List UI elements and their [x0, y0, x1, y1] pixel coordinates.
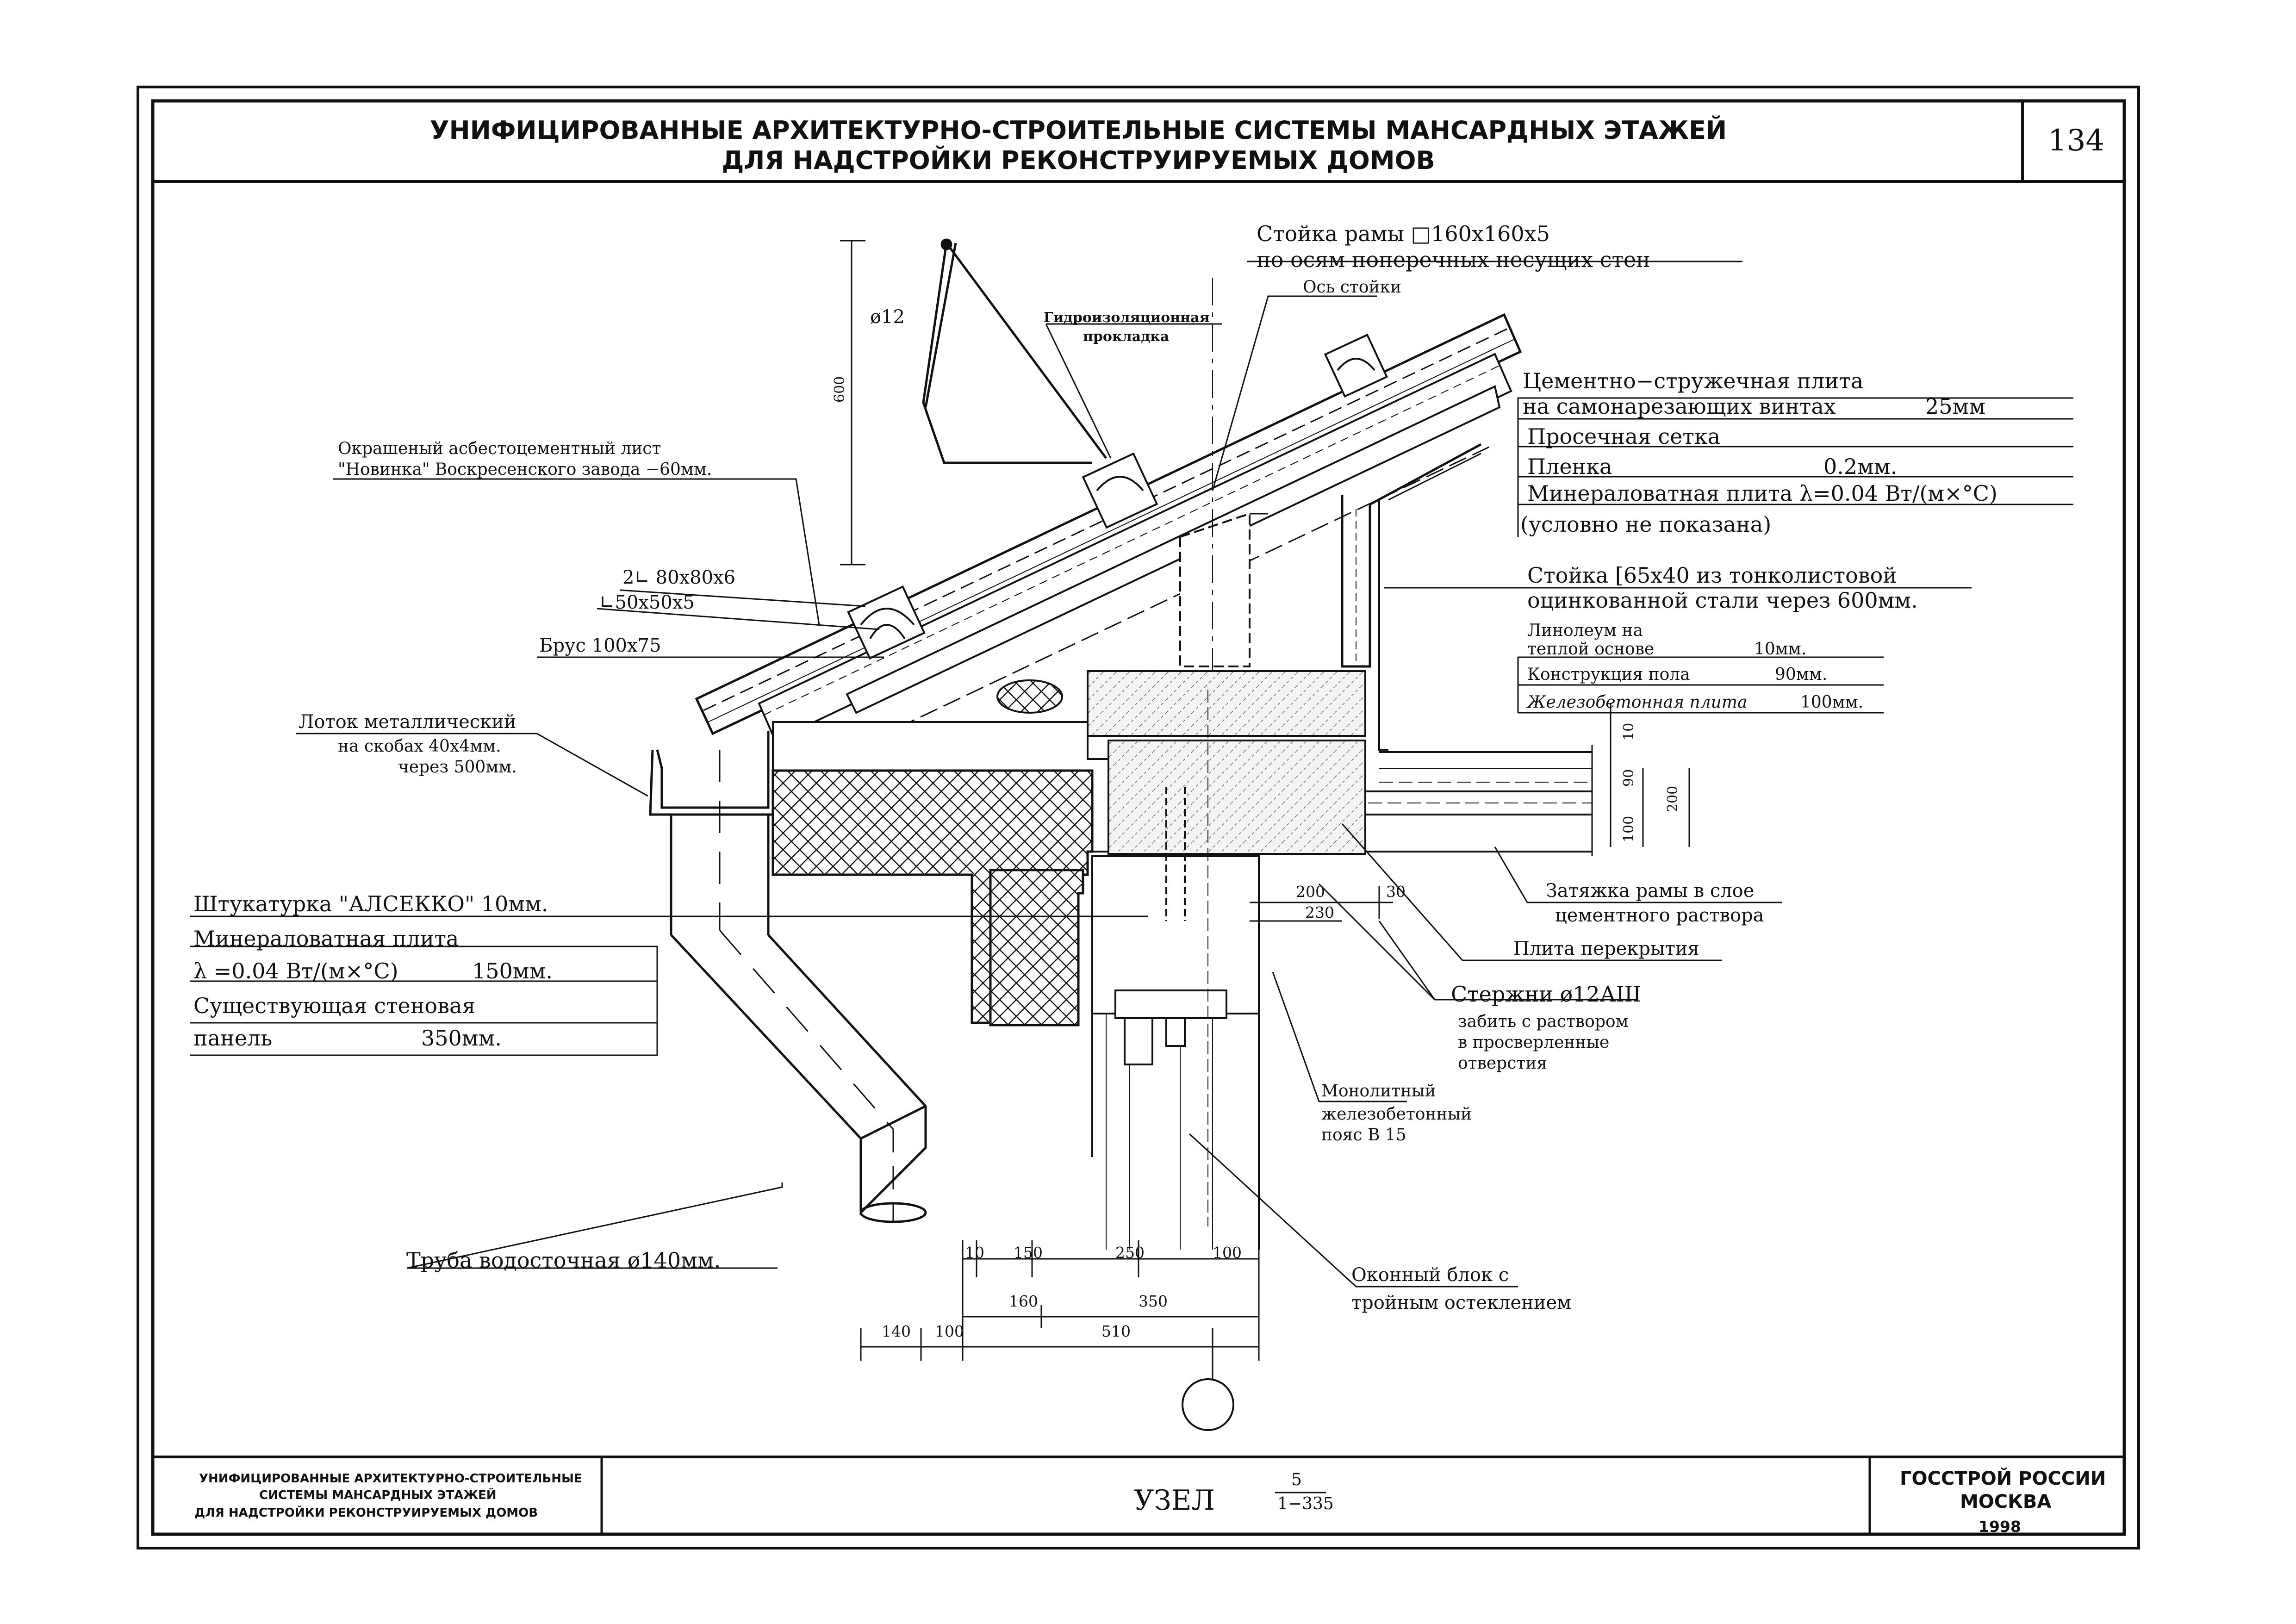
label-post-axis: Ось стойки [1303, 278, 1401, 297]
page-number: 134 [2048, 124, 2105, 158]
label-pipe: Труба водосточная ø140мм. [406, 1248, 721, 1273]
label-post-steel-1: Стойка [65x40 из тонколистовой [1527, 563, 1898, 588]
label-mesh: Просечная сетка [1527, 424, 1720, 449]
dim-b100b: 100 [935, 1322, 964, 1340]
label-rods-4: отверстия [1458, 1054, 1547, 1073]
footer-org-1: ГОССТРОЙ РОССИИ [1900, 1468, 2106, 1489]
dim-b160: 160 [1009, 1292, 1038, 1310]
gutter [649, 731, 773, 816]
label-film-val: 0.2мм. [1823, 454, 1898, 479]
downpipe [670, 750, 927, 1223]
angle-connectors [847, 333, 1388, 660]
dimension-lines [860, 703, 1690, 1431]
label-angle-2L: 2∟ 80x80x6 [622, 567, 736, 588]
label-tray-2: на скобах 40x4мм. [338, 737, 501, 756]
footer-node-sheet: 1−335 [1277, 1494, 1334, 1513]
footer-node-num: 5 [1291, 1470, 1302, 1489]
dim-200: 200 [1296, 883, 1325, 901]
label-existing-val: 350мм. [421, 1026, 502, 1051]
wall-insulation [772, 769, 1094, 1027]
label-linoleum-1: Линолеум на [1527, 621, 1643, 640]
footer-left-2: СИСТЕМЫ МАНСАРДНЫХ ЭТАЖЕЙ [259, 1488, 497, 1502]
label-window-1: Оконный блок с [1351, 1264, 1509, 1286]
steel-post [1341, 443, 1482, 751]
label-tray-3: через 500мм. [398, 758, 517, 777]
label-mineral-roof: Минераловатная плита λ=0.04 Вт/(м×°С) [1527, 481, 1997, 506]
label-beam: Брус 100x75 [539, 635, 661, 656]
label-waterproof-2: прокладка [1083, 329, 1170, 345]
dim-v-10: 10 [1621, 722, 1637, 740]
label-dim600: 600 [832, 376, 848, 403]
label-existing-1: Существующая стеновая [193, 993, 476, 1018]
dim-v-100: 100 [1621, 815, 1637, 842]
label-post-steel-2: оцинкованной стали через 600мм. [1527, 588, 1918, 613]
label-linoleum-2: теплой основе [1527, 640, 1655, 659]
footer-node-label: УЗЕЛ [1134, 1484, 1215, 1517]
footer-left-3: ДЛЯ НАДСТРОЙКИ РЕКОНСТРУИРУЕМЫХ ДОМОВ [194, 1506, 538, 1520]
label-waterproof-1: Гидроизоляционная [1044, 310, 1210, 326]
label-floor-construction-val: 90мм. [1775, 665, 1828, 684]
label-mineral-wall-1: Минераловатная плита [193, 926, 459, 951]
label-rc-slab-val: 100мм. [1800, 693, 1864, 712]
label-mineral-wall-2: λ =0.04 Вт/(м×°С) [193, 958, 398, 983]
label-asbestos-1: Окрашеный асбестоцементный лист [338, 439, 661, 458]
label-rods-1: Стержни ø12АIII [1451, 982, 1642, 1007]
label-tie-2: цементного раствора [1555, 905, 1764, 926]
dim-v-90: 90 [1621, 769, 1637, 787]
header-title-line2: ДЛЯ НАДСТРОЙКИ РЕКОНСТРУИРУЕМЫХ ДОМОВ [722, 146, 1435, 175]
label-asbestos-2: "Новинка" Воскресенского завода −60мм. [338, 460, 712, 479]
outer-frame [137, 86, 2140, 1549]
label-rods-2: забить с раствором [1458, 1012, 1629, 1031]
roof-bracket [840, 238, 1108, 566]
label-window-2: тройным остеклением [1351, 1292, 1572, 1313]
label-cement-board-3: 25мм [1925, 394, 1986, 419]
leader-lines [190, 261, 2073, 1288]
dim-b250: 250 [1115, 1244, 1145, 1262]
existing-wall [1091, 690, 1260, 1250]
dim-b510: 510 [1101, 1322, 1131, 1340]
label-rods-3: в просверленные [1458, 1033, 1610, 1052]
dim-b150: 150 [1014, 1244, 1043, 1262]
label-belt-2: железобетонный [1321, 1105, 1472, 1124]
label-tie-1: Затяжка рамы в слое [1546, 880, 1755, 902]
label-film: Пленка [1527, 454, 1612, 479]
dim-b140: 140 [882, 1322, 911, 1340]
label-diam12: ø12 [870, 306, 905, 328]
label-angle-L: ∟50x50x5 [599, 592, 695, 613]
label-cement-board-1: Цементно−стружечная плита [1523, 368, 1864, 393]
dim-b10: 10 [965, 1244, 984, 1262]
footer-year: 1998 [1979, 1518, 2021, 1536]
label-rc-slab: Железобетонная плита [1527, 693, 1748, 712]
footer-fraction-bar [1275, 1492, 1326, 1493]
dim-b100: 100 [1213, 1244, 1242, 1262]
label-tray-1: Лоток металлический [299, 711, 516, 733]
label-mineral-wall-val: 150мм. [472, 958, 553, 983]
header-title-line1: УНИФИЦИРОВАННЫЕ АРХИТЕКТУРНО-СТРОИТЕЛЬНЫ… [429, 116, 1727, 145]
label-belt-3: пояс В 15 [1321, 1126, 1406, 1145]
dim-b350: 350 [1139, 1292, 1168, 1310]
label-belt-1: Монолитный [1321, 1082, 1436, 1101]
label-cement-board-2: на самонарезающих винтах [1523, 394, 1836, 419]
label-frame-post-1: Стойка рамы □160x160x5 [1257, 221, 1550, 246]
label-linoleum-val: 10мм. [1754, 640, 1807, 659]
label-floor-construction: Конструкция пола [1527, 665, 1690, 684]
label-existing-2: панель [193, 1026, 273, 1051]
footer-left-1: УНИФИЦИРОВАННЫЕ АРХИТЕКТУРНО-СТРОИТЕЛЬНЫ… [199, 1472, 582, 1486]
label-not-shown: (условно не показана) [1520, 512, 1772, 537]
footer-org-2: МОСКВА [1960, 1491, 2052, 1512]
inner-frame [151, 99, 2126, 1536]
dim-v-200: 200 [1665, 785, 1681, 812]
dim-230: 230 [1305, 903, 1334, 921]
label-plaster: Штукатурка "АЛСЕККО" 10мм. [193, 891, 548, 916]
dim-30: 30 [1386, 883, 1406, 901]
label-floor-slab: Плита перекрытия [1513, 938, 1699, 959]
label-frame-post-2: по осям поперечных несущих стен [1257, 247, 1650, 272]
